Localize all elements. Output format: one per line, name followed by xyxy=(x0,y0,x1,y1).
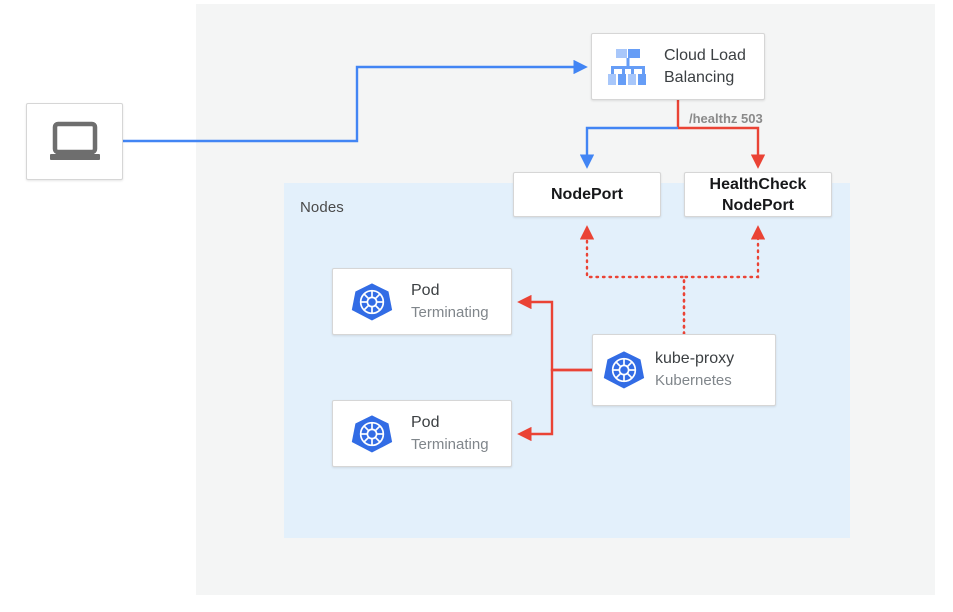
nodes-region-label: Nodes xyxy=(300,199,344,216)
kubernetes-icon xyxy=(593,349,655,391)
kube-proxy-text: kube-proxy Kubernetes xyxy=(655,348,734,392)
nodeport-node[interactable]: NodePort xyxy=(513,172,661,217)
pod-2-text: Pod Terminating xyxy=(411,412,489,456)
pod-2-status: Terminating xyxy=(411,435,489,453)
laptop-icon xyxy=(47,120,103,164)
cloud-load-balancing-title: Cloud Load xyxy=(664,46,746,64)
nodeport-label: NodePort xyxy=(551,186,623,203)
healthcheck-nodeport-label-line2: NodePort xyxy=(722,196,794,214)
pod-node-2[interactable]: Pod Terminating xyxy=(332,400,512,467)
cloud-load-balancing-icon xyxy=(592,45,664,89)
kubernetes-icon xyxy=(333,281,411,323)
cloud-load-balancing-text: Cloud Load Balancing xyxy=(664,45,746,89)
pod-1-status: Terminating xyxy=(411,303,489,321)
kube-proxy-title: kube-proxy xyxy=(655,350,735,367)
kube-proxy-subtitle: Kubernetes xyxy=(655,372,732,389)
healthz-edge-label: /healthz 503 xyxy=(689,111,763,126)
pod-1-text: Pod Terminating xyxy=(411,280,489,324)
healthcheck-nodeport-node[interactable]: HealthCheck NodePort xyxy=(684,172,832,217)
cloud-load-balancing-subtitle: Balancing xyxy=(664,68,735,86)
pod-1-title: Pod xyxy=(411,281,440,299)
client-node[interactable] xyxy=(26,103,123,180)
kube-proxy-node[interactable]: kube-proxy Kubernetes xyxy=(592,334,776,406)
kubernetes-icon xyxy=(333,413,411,455)
cloud-load-balancing-node[interactable]: Cloud Load Balancing xyxy=(591,33,765,100)
healthcheck-nodeport-label-line1: HealthCheck xyxy=(709,175,807,193)
pod-2-title: Pod xyxy=(411,413,440,431)
pod-node-1[interactable]: Pod Terminating xyxy=(332,268,512,335)
